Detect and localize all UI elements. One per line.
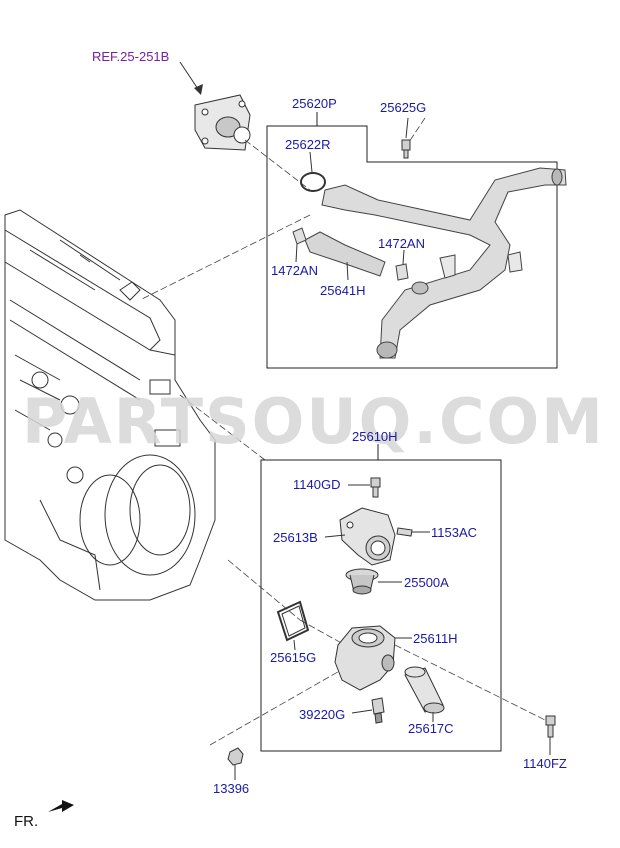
- front-label: FR.: [14, 813, 39, 830]
- label-39220G[interactable]: 39220G: [299, 707, 346, 722]
- label-25620P[interactable]: 25620P: [292, 96, 337, 111]
- label-25610H[interactable]: 25610H: [352, 429, 398, 444]
- front-arrow-icon: [48, 800, 74, 812]
- label-1472AN-right[interactable]: 1472AN: [378, 236, 425, 251]
- pin-1153AC: [396, 527, 413, 537]
- label-1140FZ[interactable]: 1140FZ: [523, 756, 567, 771]
- hose-25641H: [304, 231, 386, 277]
- label-13396[interactable]: 13396: [213, 781, 250, 796]
- sensor-39220G: [371, 697, 385, 724]
- ref-label[interactable]: REF.25-251B: [92, 49, 170, 64]
- pipe-25617C: [404, 666, 445, 714]
- watermark: PARTSOUQ.COM: [22, 385, 605, 458]
- clamp-1472AN-right: [395, 263, 409, 281]
- label-25641H[interactable]: 25641H: [320, 283, 366, 298]
- group-box-25620P: [266, 112, 558, 369]
- ref-flange-part: [194, 94, 251, 151]
- housing-25611H: [334, 625, 396, 691]
- nut-13396: [227, 747, 244, 766]
- label-1153AC[interactable]: 1153AC: [431, 525, 478, 540]
- label-25617C[interactable]: 25617C: [408, 721, 454, 736]
- bolt-1140FZ: [545, 715, 556, 738]
- housing-25613B: [339, 507, 396, 566]
- label-25613B[interactable]: 25613B: [273, 530, 318, 545]
- water-pipe: [321, 167, 567, 359]
- engine-block: [4, 209, 216, 601]
- gasket-25615G: [276, 600, 310, 642]
- label-25622R[interactable]: 25622R: [285, 137, 331, 152]
- o-ring-25622R: [300, 172, 326, 192]
- thermostat-25500A: [345, 568, 379, 595]
- clamp-1472AN-left: [292, 227, 307, 245]
- group-box-25610H: [260, 444, 502, 752]
- label-25615G[interactable]: 25615G: [270, 650, 317, 665]
- label-25625G[interactable]: 25625G: [380, 100, 427, 115]
- bolt-25625G: [401, 139, 411, 159]
- label-25611H[interactable]: 25611H: [413, 631, 458, 646]
- bolt-1140GD: [370, 477, 381, 498]
- label-1472AN-left[interactable]: 1472AN: [271, 263, 318, 278]
- label-25500A[interactable]: 25500A: [404, 575, 449, 590]
- label-1140GD[interactable]: 1140GD: [293, 477, 341, 492]
